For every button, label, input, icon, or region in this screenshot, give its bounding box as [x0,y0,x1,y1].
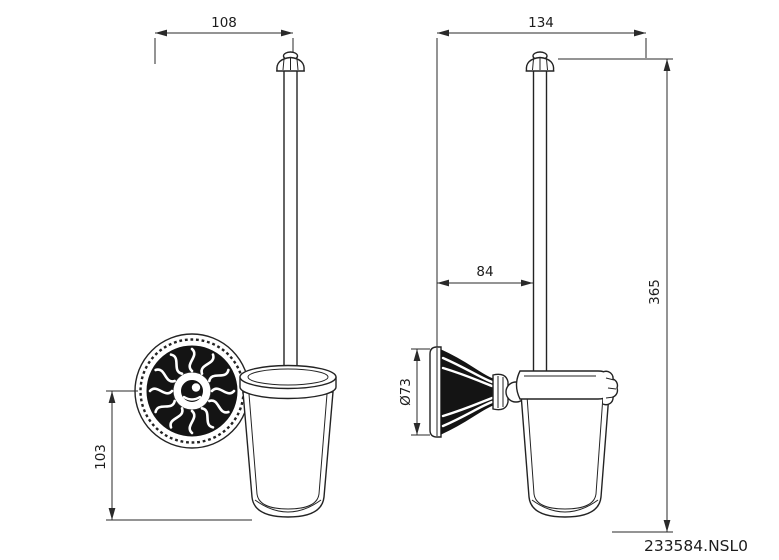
dim-plate-diameter-label: Ø73 [398,378,414,406]
dim-overall-height: 365 [558,58,673,533]
side-view [429,51,619,518]
part-number-label: 233584.NSL0 [644,537,748,555]
glass-cup-side [520,393,610,518]
dim-overall-height-label: 365 [647,279,663,305]
dim-cup-height: 103 [93,390,252,521]
front-view [134,51,337,518]
glass-cup-front [242,391,334,518]
handle-knob-side [525,51,555,72]
holder-ring-front [239,364,337,400]
mount-horn-side [440,349,527,435]
dim-side-width: 134 [436,15,647,347]
dim-front-width: 108 [154,15,294,64]
wall-plate-front [134,333,250,449]
dim-cup-height-label: 103 [93,444,109,470]
brush-handle-front [283,69,298,383]
dim-wall-to-rod-label: 84 [476,264,493,280]
ring-scallop-edge [602,370,619,406]
holder-ring-side [515,370,619,406]
dim-front-width-label: 108 [211,15,237,31]
brush-handle-side [532,69,548,391]
rosette-center-ornament [181,380,203,402]
dim-plate-diameter: Ø73 [398,348,430,436]
wall-plate-side [429,346,442,438]
dim-side-width-label: 134 [528,15,554,31]
dim-wall-to-rod: 84 [437,264,533,287]
handle-knob-front [276,51,305,72]
